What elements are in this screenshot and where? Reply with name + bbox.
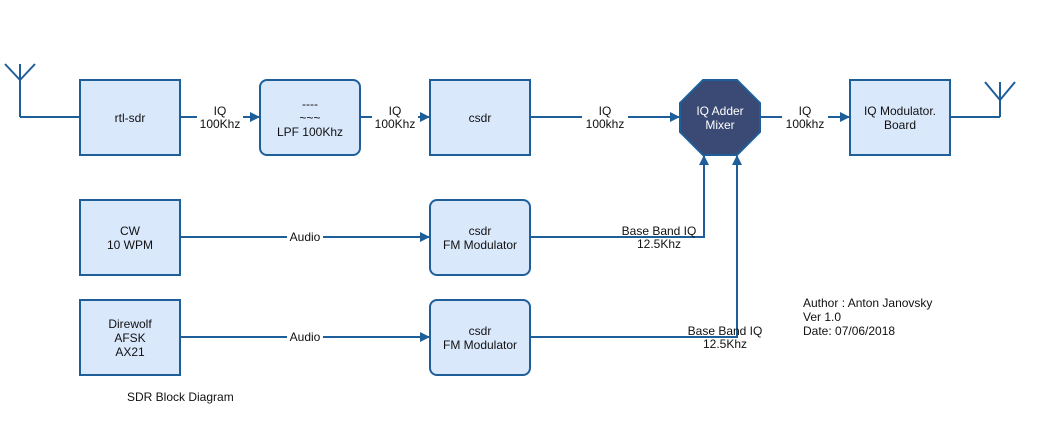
fm-modulator-2-block: csdr FM Modulator — [429, 299, 531, 376]
iq-board-label: IQ Modulator. Board — [863, 103, 937, 132]
csdr-block: csdr — [429, 79, 531, 156]
fm-modulator-1-label: csdr FM Modulator — [442, 223, 518, 252]
edge-label-fm2-baseband: Base Band IQ 12.5Khz — [687, 324, 763, 351]
iq-mixer-octagon — [679, 79, 761, 156]
mixer-label: IQ Adder Mixer — [696, 103, 744, 132]
edge-fm2-to-mixer — [530, 155, 742, 338]
cw-block: CW 10 WPM — [79, 199, 181, 276]
edge-label-cw-audio: Audio — [287, 231, 323, 244]
fm-modulator-1-block: csdr FM Modulator — [429, 199, 531, 276]
edge-label-lpf-to-csdr: IQ 100Khz — [372, 105, 418, 131]
edge-label-direwolf-audio: Audio — [287, 331, 323, 344]
direwolf-block: Direwolf AFSK AX21 — [79, 299, 181, 376]
edge-label-mixer-to-board: IQ 100khz — [782, 105, 828, 131]
antenna-left-icon — [4, 63, 80, 118]
fm-modulator-2-label: csdr FM Modulator — [442, 323, 518, 352]
edge-label-fm1-baseband: Base Band IQ 12.5Khz — [621, 224, 697, 251]
cw-label: CW 10 WPM — [106, 223, 153, 252]
author-note: Author : Anton Janovsky Ver 1.0 Date: 07… — [803, 296, 933, 338]
lpf-label: ---- ~~~ LPF 100Khz — [276, 96, 344, 139]
edge-fm1-to-mixer — [530, 155, 709, 238]
rtl-sdr-block: rtl-sdr — [79, 79, 181, 156]
csdr-label: csdr — [468, 110, 492, 125]
rtl-sdr-label: rtl-sdr — [114, 110, 146, 125]
antenna-right-icon — [950, 81, 1016, 118]
edge-label-rtl-to-lpf: IQ 100Khz — [197, 105, 243, 131]
iq-modulator-board-block: IQ Modulator. Board — [849, 79, 951, 156]
direwolf-label: Direwolf AFSK AX21 — [108, 316, 152, 359]
edge-label-csdr-to-mixer: IQ 100khz — [582, 105, 628, 131]
lpf-block: ---- ~~~ LPF 100Khz — [259, 79, 361, 156]
diagram-caption: SDR Block Diagram — [127, 390, 234, 404]
